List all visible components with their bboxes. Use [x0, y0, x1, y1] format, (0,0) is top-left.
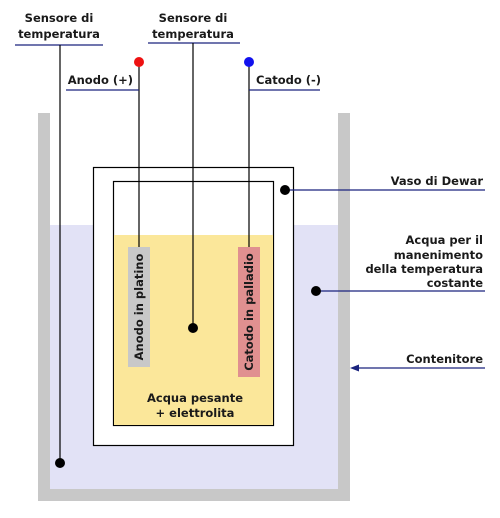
cathode-electrode-label: Catodo in palladio [242, 253, 256, 371]
container-arrow-icon [350, 364, 359, 372]
cathode-label: Catodo (-) [256, 73, 321, 87]
cathode-electrode [238, 247, 260, 377]
cathode-terminal [244, 57, 254, 67]
bath-marker [311, 286, 321, 296]
container-label: Contenitore [406, 352, 483, 366]
sensor-center-label-line2: temperatura [152, 27, 234, 41]
anode-electrode-label: Anodo in platino [132, 254, 146, 361]
bath-label-line4: costante [427, 276, 484, 290]
container-left-wall [38, 113, 50, 501]
sensor-left-label-line2: temperatura [18, 27, 100, 41]
dewar-marker [280, 185, 290, 195]
electrolyte-label-line2: + elettrolita [156, 406, 235, 420]
sensor-left-label-line1: Sensore di [25, 11, 94, 25]
anode-terminal [134, 57, 144, 67]
container-right-wall [338, 113, 350, 501]
sensor-left-tip [55, 458, 65, 468]
bath-label-line2: manenimento [394, 248, 483, 262]
container-bottom-wall [38, 489, 350, 501]
sensor-center-tip [188, 323, 198, 333]
dewar-label: Vaso di Dewar [391, 174, 484, 188]
anode-electrode [128, 247, 150, 367]
bath-label-line1: Acqua per il [406, 233, 484, 247]
electrolyte-label-line1: Acqua pesante [147, 391, 243, 405]
anode-label: Anodo (+) [68, 73, 133, 87]
sensor-center-label-line1: Sensore di [159, 11, 228, 25]
bath-label-line3: della temperatura [365, 262, 483, 276]
